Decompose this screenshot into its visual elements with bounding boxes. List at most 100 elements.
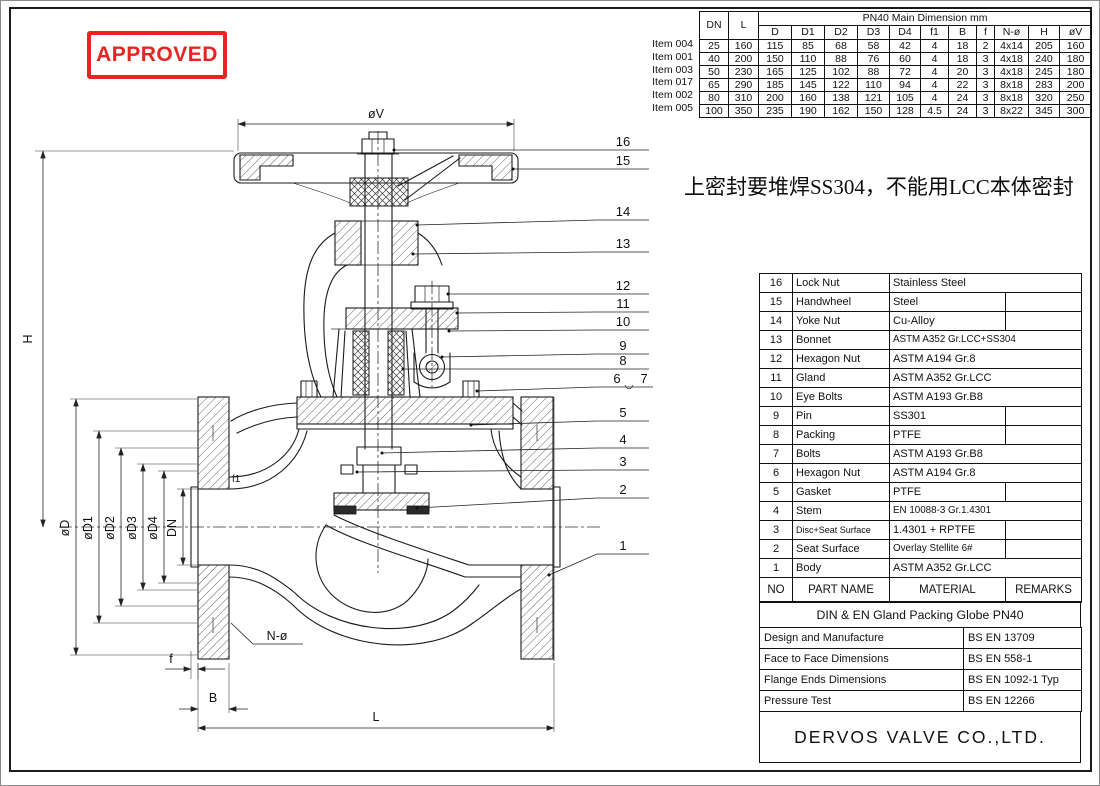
dim-sub-header: D4 [889, 25, 921, 40]
item-label: Item 004 [652, 38, 693, 50]
dim-sub-header: B [948, 25, 977, 40]
dim-label-od1: øD1 [81, 516, 95, 540]
balloon-1: 1 [619, 538, 626, 553]
dim-cell: 160 [791, 91, 825, 105]
bonnet-flange [296, 380, 514, 430]
dim-cell: 68 [824, 39, 858, 53]
standard-value: BS EN 12266 [963, 690, 1082, 712]
balloon-6: 6 [613, 371, 620, 386]
dim-cell: 320 [1028, 91, 1060, 105]
part-name: Body [792, 558, 890, 578]
dim-cell-l: 160 [728, 39, 759, 53]
part-name: Hexagon Nut [792, 463, 890, 483]
dim-cell: 42 [889, 39, 921, 53]
dim-sub-header: H [1028, 25, 1060, 40]
standard-label: Face to Face Dimensions [759, 648, 964, 670]
dim-cell: 115 [758, 39, 792, 53]
dim-cell-dn: 25 [699, 39, 729, 53]
part-name: Disc+Seat Surface [792, 520, 890, 540]
dim-cell: 3 [976, 104, 995, 118]
dim-cell: 94 [889, 78, 921, 92]
part-no: 5 [759, 482, 793, 502]
balloon-8: 8 [619, 353, 626, 368]
part-material: ASTM A352 Gr.LCC [888, 558, 1083, 578]
part-material: ASTM A193 Gr.B8 [888, 444, 1083, 464]
dim-label-od4: øD4 [146, 516, 160, 540]
dim-cell-dn: 100 [699, 104, 729, 118]
dim-cell: 110 [791, 52, 825, 66]
standard-label: Design and Manufacture [759, 627, 964, 649]
seat-surface-2 [333, 505, 357, 515]
dim-cell: 4x18 [994, 65, 1029, 79]
dim-group-header: PN40 Main Dimension mm [757, 11, 1093, 26]
dim-cell: 3 [976, 91, 995, 105]
product-title-box: DIN & EN Gland Packing Globe PN40 [759, 601, 1081, 628]
balloon-13: 13 [616, 236, 630, 251]
dim-cell: 235 [758, 104, 792, 118]
dim-label-dn: DN [165, 519, 179, 537]
dim-col-header: L [728, 11, 759, 40]
part-name: Pin [792, 406, 890, 426]
balloon-14: 14 [616, 204, 630, 219]
dim-cell: 205 [1028, 39, 1060, 53]
pin-9 [418, 353, 446, 381]
part-name: Lock Nut [792, 273, 890, 293]
dim-ov: øV [237, 107, 515, 151]
dim-sub-header: D2 [824, 25, 858, 40]
dim-label-h: H [21, 334, 35, 343]
part-remarks [1004, 482, 1083, 502]
left-flange [190, 396, 230, 660]
part-material: ASTM A352 Gr.LCC [888, 368, 1083, 388]
dim-cell: 8x18 [994, 91, 1029, 105]
part-name: Hexagon Nut [792, 349, 890, 369]
dim-cell: 88 [824, 52, 858, 66]
dim-sub-header: øV [1058, 25, 1093, 40]
gasket-5 [296, 423, 514, 430]
dim-cell-l: 200 [728, 52, 759, 66]
product-title: DIN & EN Gland Packing Globe PN40 [759, 601, 1081, 628]
part-name: Gland [792, 368, 890, 388]
dim-cell: 150 [857, 104, 890, 118]
dim-cell: 8x22 [994, 104, 1029, 118]
dim-sub-header: D1 [791, 25, 825, 40]
dim-cell: 110 [857, 78, 890, 92]
dim-cell-l: 310 [728, 91, 759, 105]
dim-cell: 24 [948, 104, 977, 118]
dim-cell: 4 [920, 39, 949, 53]
dim-cell: 3 [976, 52, 995, 66]
approved-stamp: APPROVED [87, 31, 227, 79]
dim-cell: 125 [791, 65, 825, 79]
dim-cell: 300 [1058, 104, 1093, 118]
gland [345, 307, 459, 330]
standard-value: BS EN 558-1 [963, 648, 1082, 670]
dim-cell: 3 [976, 78, 995, 92]
part-no: 10 [759, 387, 793, 407]
dim-label-b: B [209, 691, 217, 705]
eye-bolt-assembly [410, 285, 454, 389]
item-label: Item 002 [652, 89, 693, 102]
part-remarks [1004, 406, 1083, 426]
dim-cell: 122 [824, 78, 858, 92]
part-material: ASTM A193 Gr.B8 [888, 387, 1083, 407]
dim-cell-l: 230 [728, 65, 759, 79]
part-material: SS301 [889, 406, 1006, 426]
part-no: 9 [759, 406, 793, 426]
part-no: 11 [759, 368, 793, 388]
